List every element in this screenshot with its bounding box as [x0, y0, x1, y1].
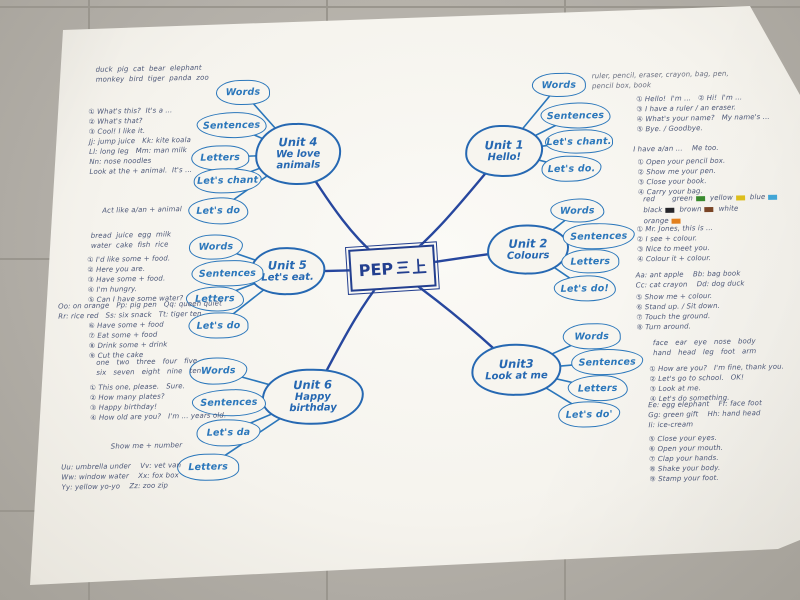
- unit3-name: Unit3: [498, 356, 534, 372]
- unit1-topic: Hello!: [487, 151, 522, 164]
- colour-word: black: [643, 205, 675, 217]
- unit2-name: Unit 2: [508, 236, 548, 251]
- unit2-sub-letters: Letters: [561, 248, 620, 274]
- colour-swatch: [704, 207, 714, 213]
- subtopic-label: Words: [559, 204, 595, 217]
- subtopic-label: Words: [541, 79, 577, 91]
- subtopic-label: Let's do!: [560, 282, 610, 295]
- subtopic-label: Letters: [577, 382, 618, 395]
- subtopic-label: Words: [574, 330, 610, 343]
- note-unit2-sentences: ① Mr. Jones, this is ... ② I see + colou…: [636, 223, 714, 264]
- colour-swatch: [768, 195, 778, 201]
- colour-word: brown: [679, 205, 714, 216]
- unit3-topic: Look at me: [485, 370, 548, 383]
- colour-word-label: green: [671, 194, 693, 203]
- colour-word-label: white: [718, 204, 739, 213]
- note-letters-uvwxyz: Uu: umbrella under Vv: vet van Ww: windo…: [61, 461, 182, 492]
- colour-word: white: [719, 204, 751, 215]
- unit3-sub-words: Words: [562, 322, 621, 350]
- unit1-sub-words: Words: [531, 72, 587, 98]
- unit4-sub-words: Words: [215, 79, 271, 106]
- colour-swatch: [695, 196, 705, 202]
- colour-word: blue: [750, 193, 778, 203]
- subtopic-label: Letters: [570, 255, 611, 268]
- note-unit2-do: ⑤ Show me + colour. ⑥ Stand up. / Sit do…: [635, 292, 721, 332]
- subtopic-label: Sentences: [570, 230, 628, 243]
- colour-word-label: brown: [679, 205, 702, 214]
- note-unit2-letters: Aa: ant apple Bb: bag book Cc: cat crayo…: [635, 269, 745, 290]
- unit2-topic: Colours: [506, 249, 550, 262]
- colour-swatch: [671, 218, 681, 225]
- subtopic-label: Let's do': [565, 408, 613, 421]
- colour-swatch: [665, 208, 675, 214]
- unit6-name: Unit 6: [292, 377, 333, 393]
- note-unit3-words: face ear eye nose body hand head leg foo…: [652, 337, 757, 358]
- colour-word: red: [643, 195, 667, 205]
- subtopic-label: Let's da: [206, 426, 251, 439]
- note-unit1-do: ① Open your pencil box. ② Show me your p…: [637, 156, 726, 197]
- unit5-topic: Let's eat.: [261, 271, 314, 284]
- colour-swatch: [741, 207, 750, 212]
- note-numbers: one two three four five six seven eight …: [96, 356, 202, 377]
- note-animal-words: duck pig cat bear elephant monkey bird t…: [95, 63, 209, 84]
- unit1-sub-chant: Let's chant.: [544, 128, 614, 155]
- center-node: PEP: [344, 240, 441, 296]
- note-unit4-sentences: ① What's this? It's a ... ② What's that?…: [88, 106, 193, 176]
- colour-word-label: blue: [749, 192, 766, 202]
- note-unit5-words: bread juice egg milk water cake fish ric…: [90, 230, 172, 250]
- colour-word: green: [672, 194, 705, 205]
- subtopic-label: Let's chant.: [546, 135, 612, 148]
- unit4-name: Unit 4: [278, 134, 318, 150]
- hanzi-san-shang-icon: [396, 258, 427, 274]
- note-unit3-letters: Ee: egg elephant Ff: face foot Gg: green…: [647, 399, 762, 430]
- subtopic-label: Sentences: [578, 355, 636, 369]
- note-unit6-sentences: ① This one, please. Sure. ② How many pla…: [89, 382, 227, 422]
- unit5-name: Unit 5: [267, 257, 307, 273]
- subtopic-label: Let's do.: [547, 162, 596, 175]
- colour-swatch: [658, 197, 667, 202]
- note-unit1-stationery: ruler, pencil, eraser, crayon, bag, pen,…: [591, 69, 729, 91]
- colour-swatch: [735, 195, 745, 202]
- colour-word-label: yellow: [709, 193, 733, 203]
- note-unit5-sentences: ① I'd like some + food. ② Here you are. …: [87, 254, 184, 304]
- colour-word-label: black: [643, 205, 663, 215]
- unit1-name: Unit 1: [484, 137, 524, 153]
- subtopic-label: Sentences: [546, 109, 605, 122]
- colour-word: yellow: [710, 193, 745, 204]
- unit6-topic: Happy birthday: [289, 391, 337, 415]
- subtopic-label: Words: [225, 86, 261, 99]
- unit4-topic: We love animals: [275, 148, 321, 172]
- colour-word-label: red: [643, 195, 656, 204]
- center-label-latin: PEP: [358, 258, 394, 280]
- note-unit5-do: ⑥ Have some + food ⑦ Eat some + food ⑧ D…: [88, 320, 168, 360]
- subtopic-label: Let's chant: [196, 174, 259, 187]
- note-unit3-do: ⑤ Close your eyes. ⑥ Open your mouth. ⑦ …: [648, 433, 724, 483]
- note-unit1-sentences: ① Hello! I'm ... ② Hi! I'm ... ③ I have …: [636, 93, 770, 134]
